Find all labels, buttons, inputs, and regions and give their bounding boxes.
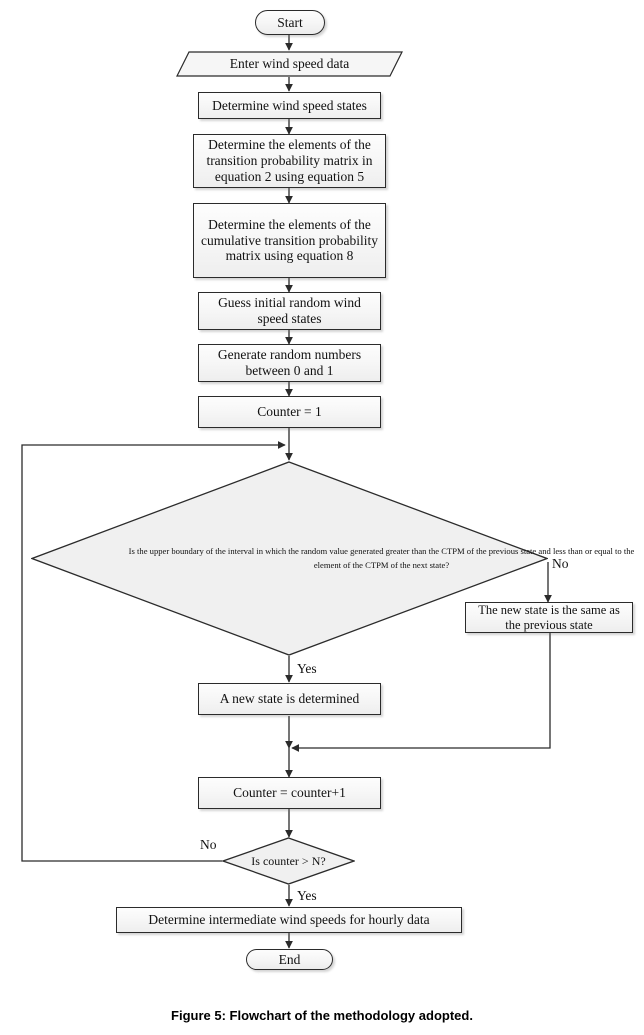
node-start-label: Start [277, 14, 303, 30]
node-decision-interval-check[interactable]: Is the upper boundary of the interval in… [30, 461, 634, 656]
diamond-shape-small [221, 837, 356, 885]
node-enter-wind-speed-data-label: Enter wind speed data [229, 56, 350, 71]
diamond-shape [30, 461, 549, 656]
node-guess-initial-states[interactable]: Guess initial random wind speed states [198, 292, 381, 330]
node-counter-init[interactable]: Counter = 1 [198, 396, 381, 428]
node-cumulative-transition-probability-matrix[interactable]: Determine the elements of the cumulative… [193, 203, 386, 278]
node-end-label: End [278, 951, 301, 967]
node-counter-init-label: Counter = 1 [257, 404, 322, 420]
node-end[interactable]: End [246, 949, 333, 970]
edge-label-decision2-no: No [200, 837, 217, 852]
node-decision-interval-check-label: Is the upper boundary of the interval in… [128, 546, 635, 570]
node-same-state-label: The new state is the same as the previou… [478, 602, 620, 632]
edge-label-decision1-yes: Yes [297, 661, 317, 676]
node-new-state-determined-label: A new state is determined [219, 691, 360, 707]
edge-label-decision2-yes: Yes [297, 888, 317, 903]
node-guess-initial-states-label: Guess initial random wind speed states [218, 295, 361, 326]
node-decision-counter-check[interactable]: Is counter > N? [221, 837, 356, 885]
node-determine-wind-speed-states-label: Determine wind speed states [212, 97, 367, 113]
node-generate-random-numbers-label: Generate random numbers between 0 and 1 [217, 347, 362, 378]
node-counter-increment-label: Counter = counter+1 [233, 785, 346, 801]
edge-label-decision1-no: No [552, 556, 569, 571]
node-same-state[interactable]: The new state is the same as the previou… [465, 602, 633, 633]
node-enter-wind-speed-data[interactable]: Enter wind speed data [176, 51, 403, 77]
node-counter-increment[interactable]: Counter = counter+1 [198, 777, 381, 809]
node-decision-counter-check-label: Is counter > N? [251, 853, 326, 868]
node-transition-probability-matrix-label: Determine the elements of the transition… [206, 137, 373, 184]
node-start[interactable]: Start [255, 10, 325, 35]
node-transition-probability-matrix[interactable]: Determine the elements of the transition… [193, 134, 386, 188]
node-determine-intermediate-speeds[interactable]: Determine intermediate wind speeds for h… [116, 907, 462, 933]
node-cumulative-transition-probability-matrix-label: Determine the elements of the cumulative… [201, 216, 378, 264]
node-generate-random-numbers[interactable]: Generate random numbers between 0 and 1 [198, 344, 381, 382]
node-determine-intermediate-speeds-label: Determine intermediate wind speeds for h… [148, 912, 430, 928]
parallelogram-shape [176, 51, 403, 77]
node-new-state-determined[interactable]: A new state is determined [198, 683, 381, 715]
figure-caption: Figure 5: Flowchart of the methodology a… [171, 1008, 473, 1023]
node-determine-wind-speed-states[interactable]: Determine wind speed states [198, 92, 381, 119]
